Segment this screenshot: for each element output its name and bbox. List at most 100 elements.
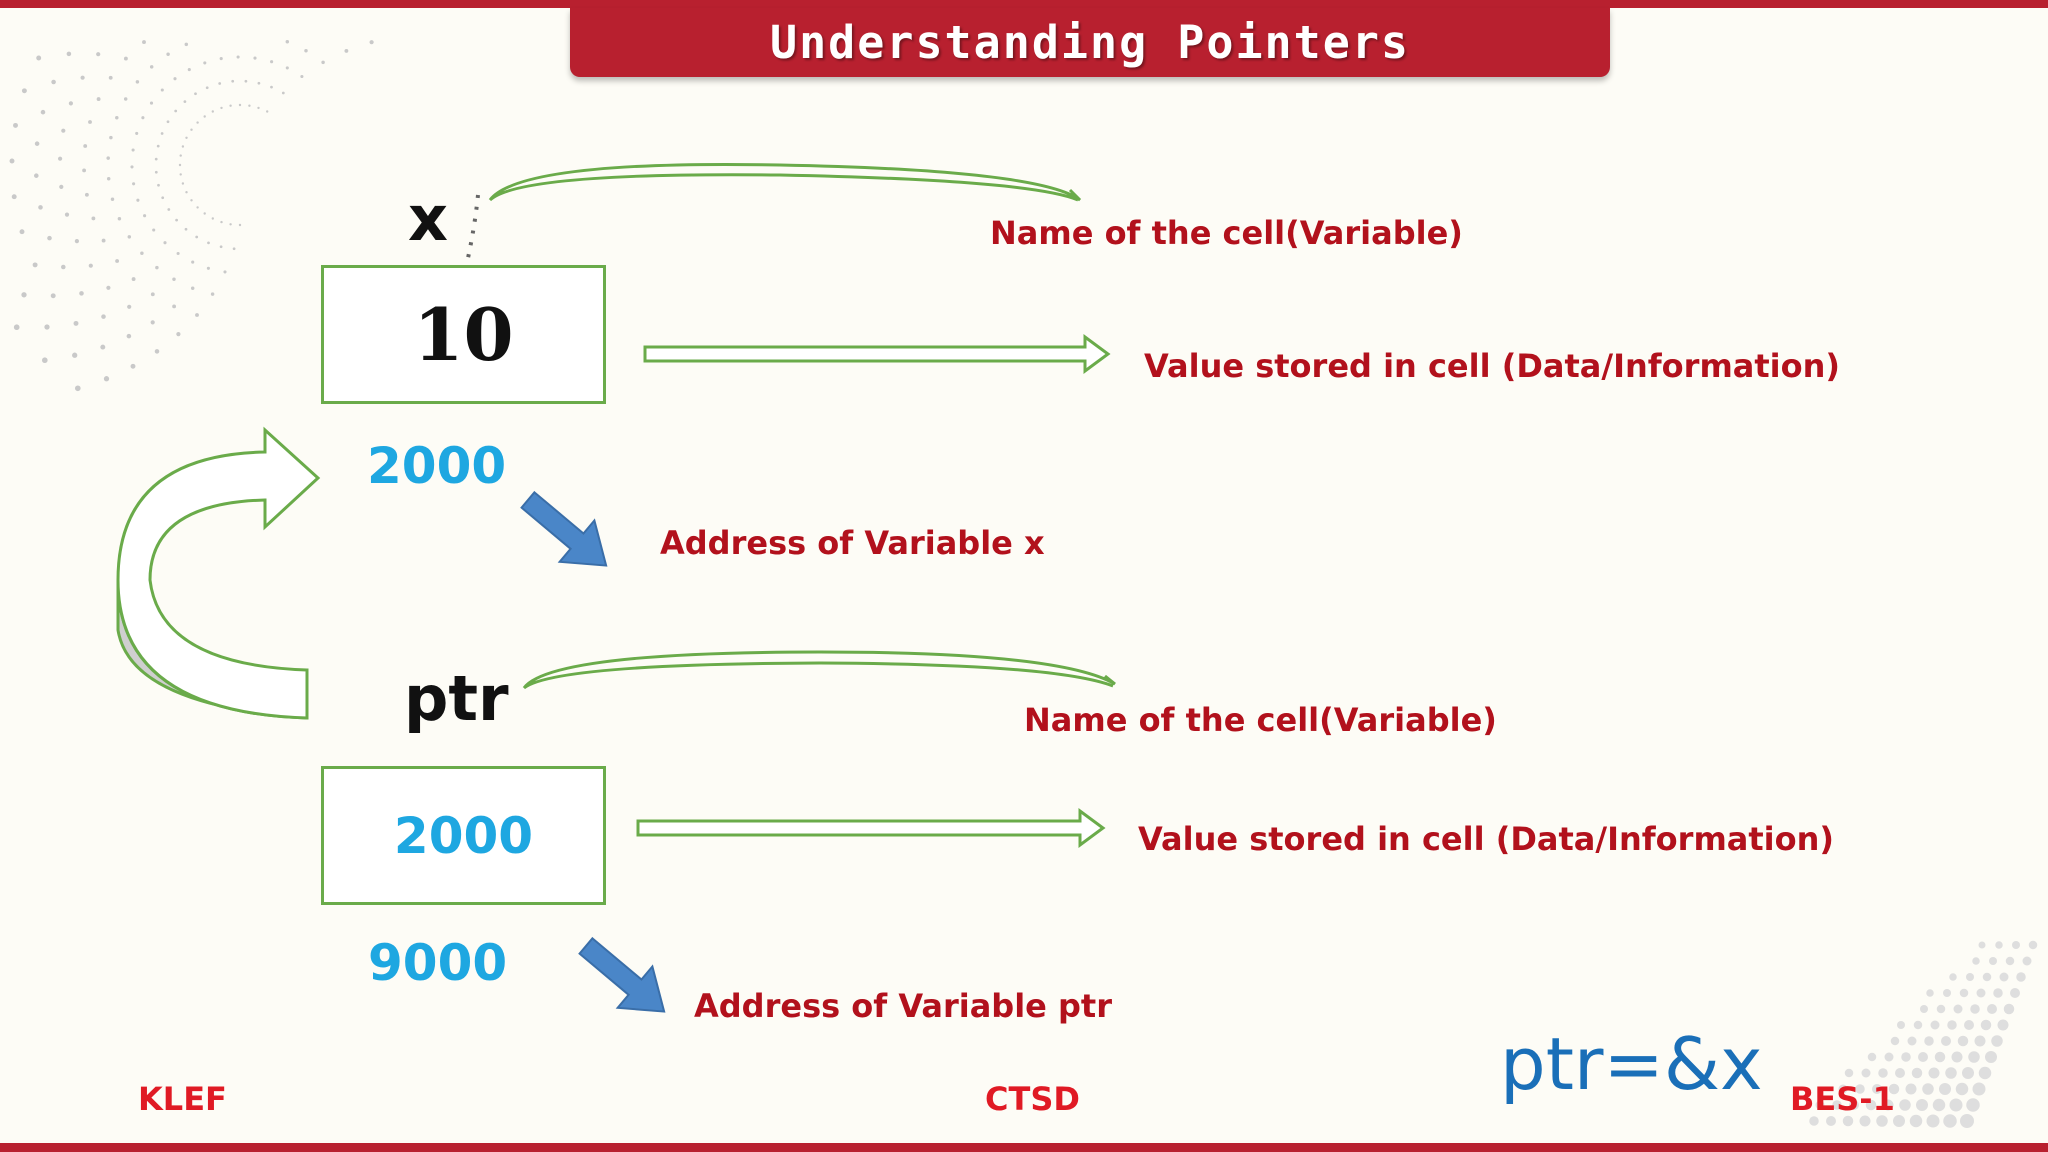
decor-dot: [140, 251, 144, 256]
decor-dot: [1926, 1114, 1940, 1128]
x-name-connector-curve: [488, 162, 1082, 202]
x-cell-value: 10: [413, 292, 514, 377]
decor-dot: [101, 314, 106, 319]
decor-dot: [219, 57, 223, 61]
decor-dot: [218, 82, 222, 85]
decor-dot: [101, 238, 106, 243]
decor-dot: [21, 292, 27, 298]
decor-dot: [1844, 1068, 1854, 1078]
decor-dot: [191, 260, 195, 264]
ptr-variable-name: ptr: [404, 662, 509, 735]
decor-dot: [1947, 1020, 1957, 1030]
decor-dot: [83, 144, 88, 148]
decor-dot: [1920, 1005, 1928, 1013]
decor-dot: [1897, 1021, 1905, 1029]
decor-dot: [203, 212, 206, 215]
decor-dot: [1951, 1051, 1963, 1063]
decor-dot: [32, 262, 38, 268]
decor-dot: [1991, 1035, 2003, 1047]
decor-dot: [38, 205, 43, 210]
decor-dot: [2005, 956, 2015, 966]
footer-left-label: KLEF: [138, 1080, 227, 1118]
decor-dot: [300, 74, 304, 79]
decor-dot: [1849, 1100, 1859, 1110]
decor-dot: [173, 77, 177, 81]
decor-dot: [183, 100, 187, 103]
x-address-arrow: [520, 490, 608, 567]
decor-dot: [1955, 1082, 1969, 1096]
top-accent-bar: [0, 0, 2048, 8]
x-value-caption: Value stored in cell (Data/Information): [1144, 347, 1841, 385]
decor-dot: [1953, 1004, 1963, 1014]
decor-dot: [41, 357, 48, 364]
decor-dot: [1916, 1099, 1928, 1111]
decor-dot: [34, 173, 39, 178]
decor-dot: [160, 132, 164, 135]
decor-dot: [1928, 1067, 1940, 1079]
decor-dot: [1972, 1082, 1986, 1096]
decor-dot: [115, 259, 120, 263]
title-banner: Understanding Pointers: [570, 8, 1610, 77]
decor-dot: [231, 79, 235, 83]
ptr-address-caption: Address of Variable ptr: [694, 987, 1112, 1025]
decor-dot: [178, 163, 182, 167]
decor-dot: [1982, 972, 1992, 982]
decor-dot: [51, 79, 56, 85]
decor-dot: [9, 158, 15, 164]
decor-dot: [1995, 941, 2003, 949]
decor-dot: [1855, 1084, 1865, 1094]
decor-dot: [2016, 972, 2026, 982]
decor-dot: [74, 239, 79, 244]
decor-dot: [1941, 1036, 1951, 1046]
decor-dot: [1909, 1114, 1923, 1128]
decor-dot: [106, 177, 111, 181]
pointer-curved-arrow: [116, 426, 321, 720]
decor-dot: [2022, 956, 2032, 966]
decor-dot: [175, 218, 178, 222]
decor-dot: [127, 235, 132, 239]
slide-title: Understanding Pointers: [769, 16, 1411, 69]
decor-dot: [257, 81, 261, 85]
decor-dot: [181, 145, 185, 148]
decor-dot: [163, 241, 167, 245]
x-address-caption: Address of Variable x: [660, 524, 1045, 562]
decor-dot: [108, 75, 113, 80]
decor-dot: [1832, 1100, 1842, 1110]
decor-dot: [154, 349, 160, 354]
ptr-memory-cell: 2000: [321, 766, 606, 905]
decor-dot: [344, 48, 349, 53]
decor-dot: [1899, 1099, 1911, 1111]
decor-dot: [253, 56, 257, 60]
decor-dot: [190, 199, 193, 202]
decor-dot: [220, 220, 223, 224]
decor-dot: [132, 182, 136, 186]
x-name-caption: Name of the cell(Variable): [990, 214, 1463, 252]
decor-dot: [219, 245, 223, 249]
decor-dot: [1911, 1067, 1923, 1079]
decor-dot: [174, 109, 178, 113]
decor-dot: [1949, 1098, 1963, 1112]
decor-dot: [179, 154, 182, 157]
decor-dot: [190, 128, 193, 131]
decor-dot: [176, 332, 181, 337]
decor-dot: [1913, 1020, 1923, 1030]
ptr-cell-value: 2000: [393, 806, 534, 865]
footer-right-label: BES-1: [1790, 1080, 1895, 1118]
decor-dot: [100, 344, 106, 350]
decor-dot: [194, 92, 197, 96]
decor-dot: [130, 165, 134, 169]
decor-dot: [1893, 1115, 1905, 1127]
decor-dot: [1968, 1051, 1980, 1063]
ptr-value-arrow: [636, 808, 1106, 848]
decor-dot: [266, 110, 269, 113]
decor-dot: [157, 183, 160, 187]
decor-dot: [88, 120, 92, 124]
decor-dot: [1888, 1083, 1900, 1095]
decor-dot: [36, 55, 42, 61]
ptr-address-arrow: [578, 936, 666, 1013]
decor-dot: [1872, 1084, 1882, 1094]
decor-dot: [1978, 941, 1986, 949]
decor-dot: [91, 216, 96, 221]
decor-dot: [109, 135, 113, 140]
decor-dot: [167, 208, 171, 211]
